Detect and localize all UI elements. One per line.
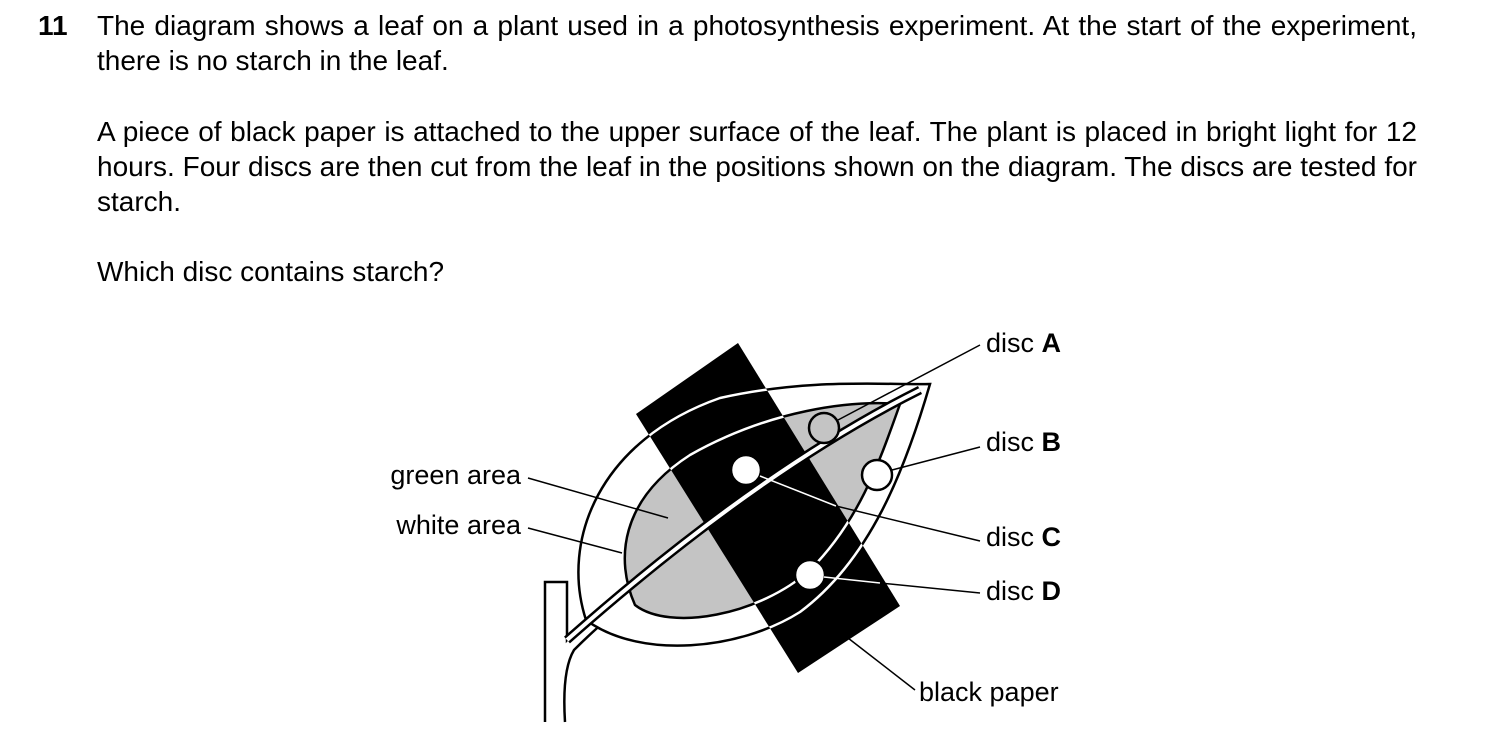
leader-disc-d-inner xyxy=(823,576,881,584)
leader-white-area xyxy=(527,527,623,554)
label-green-area: green area xyxy=(390,460,522,490)
label-disc-a: disc A xyxy=(986,328,1061,358)
black-paper xyxy=(636,343,900,673)
question-procedure: A piece of black paper is attached to th… xyxy=(97,116,1417,217)
leader-disc-c-outer xyxy=(835,505,981,542)
disc-b-circle xyxy=(860,458,894,492)
leader-disc-b xyxy=(891,446,981,471)
label-white-area: white area xyxy=(395,510,522,540)
label-disc-d: disc D xyxy=(986,576,1061,606)
disc-a-circle xyxy=(807,411,841,445)
question-prompt: Which disc contains starch? xyxy=(97,256,445,287)
leader-disc-c-inner xyxy=(759,475,837,507)
label-black-paper: black paper xyxy=(919,677,1059,707)
disc-c-circle xyxy=(729,453,763,487)
disc-d-circle xyxy=(793,558,827,592)
leader-disc-d-outer xyxy=(879,582,981,594)
label-disc-b: disc B xyxy=(986,427,1061,457)
leader-black-paper xyxy=(847,637,916,691)
question-number: 11 xyxy=(38,10,68,41)
question-intro: The diagram shows a leaf on a plant used… xyxy=(97,10,1417,76)
leader-disc-a xyxy=(837,344,981,421)
leader-green-area xyxy=(527,477,669,519)
label-disc-c: disc C xyxy=(986,522,1061,552)
